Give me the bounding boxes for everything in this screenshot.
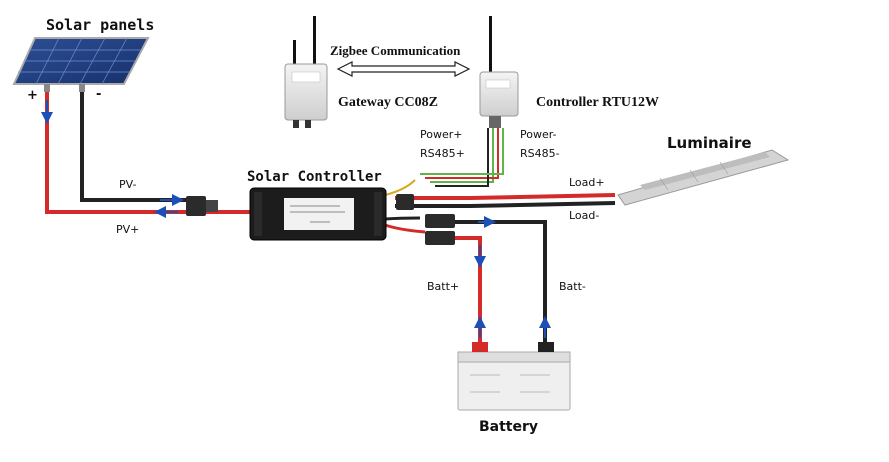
rs485-plus-label: RS485+ — [420, 147, 465, 160]
battery-label: Battery — [479, 419, 538, 435]
load-minus-label: Load- — [569, 209, 599, 222]
solar-panel-icon — [12, 37, 150, 92]
rs485-minus-label: RS485- — [520, 147, 560, 160]
rtu-data-wires — [420, 128, 504, 187]
batt-plus-wire — [455, 236, 482, 345]
street-light-icon — [617, 149, 790, 206]
batt-connectors — [425, 214, 455, 245]
power-plus-label: Power+ — [420, 128, 462, 141]
batt-minus-wire — [455, 220, 547, 345]
battery-icon — [457, 342, 571, 411]
power-minus-label: Power- — [520, 128, 557, 141]
load-plus-wire — [395, 193, 616, 200]
batt-minus-label: Batt- — [559, 280, 586, 293]
batt-plus-label: Batt+ — [427, 280, 459, 293]
pv-minus-wire — [80, 92, 188, 202]
load-minus-wire — [395, 201, 616, 208]
rtu-device-icon — [479, 16, 519, 128]
solar-panels-label: Solar panels — [46, 16, 154, 34]
solar-controller-icon — [249, 187, 387, 241]
zigbee-link-arrow — [336, 61, 471, 77]
panel-minus-label: - — [96, 87, 101, 102]
gateway-label: Gateway CC08Z — [338, 95, 438, 110]
flow-arrows — [41, 100, 551, 338]
pv-plus-wire — [45, 92, 250, 214]
load-connector — [396, 194, 414, 210]
load-plus-label: Load+ — [569, 176, 605, 189]
pv-connector — [186, 196, 218, 216]
controller-tail-wires — [384, 179, 426, 234]
controller-rtu-label: Controller RTU12W — [536, 95, 659, 110]
panel-plus-label: + — [27, 88, 38, 103]
solar-controller-label: Solar Controller — [247, 169, 382, 185]
pv-minus-label: PV- — [119, 178, 137, 191]
gateway-device-icon — [284, 16, 328, 128]
pv-plus-label: PV+ — [116, 223, 139, 236]
zigbee-label: Zigbee Communication — [330, 43, 461, 58]
luminaire-label: Luminaire — [667, 134, 752, 152]
